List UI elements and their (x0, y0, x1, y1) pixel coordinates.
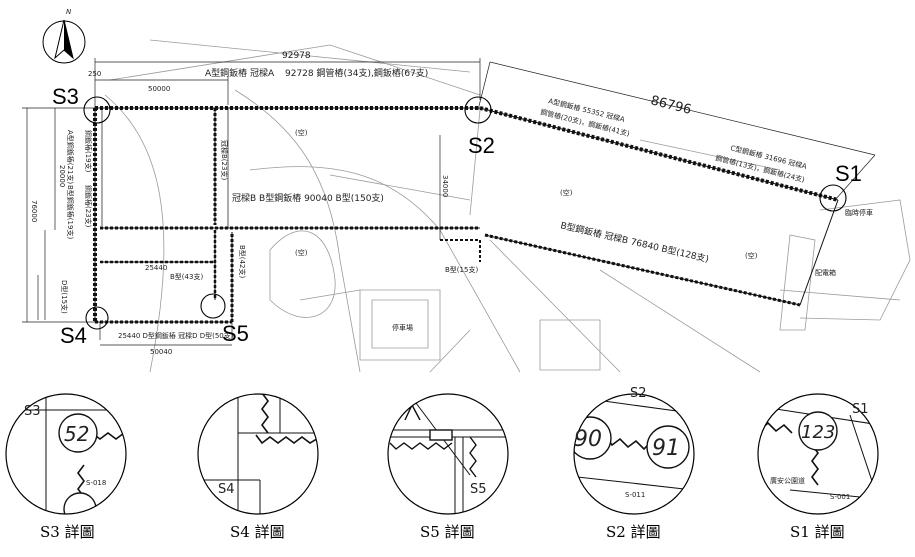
detail-s1-caption: S1 詳圖 (790, 523, 845, 541)
label-left-a4: 鋼鈑樁(23支) (84, 185, 93, 228)
point-s5: S5 (222, 321, 249, 346)
detail-s2-tag: S2 (630, 386, 647, 401)
label-b-small: B型(15支) (445, 265, 478, 274)
label-b-right: B型鋼鈑樁 冠樑B 76840 B型(128支) (559, 219, 710, 265)
sheet-pile-walls (93, 106, 839, 324)
detail-s5-tag: S5 (470, 482, 487, 497)
detail-s4-tag: S4 (218, 482, 235, 497)
detail-s2-number-b: 91 (652, 436, 680, 461)
label-tree: 臨時停車 (845, 208, 873, 217)
detail-s1-number: 123 (801, 422, 835, 443)
detail-s2-note: S-011 (625, 491, 645, 499)
node-s4 (85, 306, 109, 330)
label-left-d: D型(15支) (60, 280, 69, 314)
detail-s5-caption: S5 詳圖 (420, 523, 475, 541)
north-arrow: N (42, 8, 86, 64)
background-linework (104, 39, 911, 373)
label-left-a1: A型鋼鈑樁(21支) (66, 130, 75, 184)
label-gate: 配電箱 (815, 268, 836, 277)
dim-left-v2: 20000 (58, 165, 66, 187)
label-mid-v1: 冠樑B(23支) (220, 140, 229, 180)
detail-s1-note2: 廣安公園道 (770, 476, 805, 485)
detail-s3-note: S-018 (86, 479, 106, 487)
dim-mid-v: 34000 (441, 175, 449, 197)
label-b-mid: 冠樑B B型鋼鈑樁 90040 B型(150支) (232, 192, 384, 204)
node-circles (83, 96, 847, 330)
node-s1 (819, 184, 847, 212)
dim-top-left: 250 (88, 70, 101, 78)
dim-inner-b: 25440 (145, 264, 167, 272)
label-room-2: (空) (560, 188, 573, 197)
detail-s2-number-a: 90 (574, 427, 602, 452)
detail-s4: S4 S4 詳圖 (197, 393, 319, 541)
dim-top: 92978 (282, 51, 311, 61)
detail-s3-tag: S3 (24, 404, 41, 419)
label-left-a2: 鋼鈑樁(19支) (84, 130, 93, 173)
label-left-a3: B型鋼鈑樁(19支) (66, 185, 75, 239)
detail-s1-note: S-001 (830, 493, 850, 501)
dimension-lines (22, 58, 876, 346)
dim-bottom: 50040 (150, 348, 172, 356)
point-s3: S3 (52, 84, 79, 109)
site-plan: N (22, 8, 911, 373)
point-s1: S1 (835, 161, 862, 186)
point-labels: S3 S2 S1 S4 S5 (52, 84, 862, 348)
dim-left-v: 76000 (30, 200, 38, 222)
label-d-bottom: 25440 D型鋼鈑樁 冠樑D D型(50支) (118, 331, 234, 340)
detail-s4-caption: S4 詳圖 (230, 523, 285, 541)
north-label: N (66, 8, 72, 16)
label-b-inner: B型(43支) (170, 272, 203, 281)
detail-s1-tag: S1 (852, 402, 869, 417)
detail-s5: S5 S5 詳圖 (387, 393, 509, 541)
node-s5 (200, 293, 226, 319)
detail-views: S3 52 S-018 S3 詳圖 S4 S4 詳圖 (5, 386, 879, 541)
label-room-3: (空) (745, 251, 758, 260)
label-room-1: (空) (295, 128, 308, 137)
label-a-top: A型鋼鈑樁 冠樑A (205, 67, 275, 79)
label-room-4: (空) (295, 248, 308, 257)
node-s3 (83, 96, 111, 124)
label-a-top2: 92728 鋼管樁(34支),鋼鈑樁(67支) (285, 67, 428, 79)
point-s4: S4 (60, 323, 87, 348)
dim-top-sub: 50000 (148, 85, 170, 93)
detail-s3: S3 52 S-018 S3 詳圖 (5, 393, 127, 541)
detail-s1: S1 123 S-001 廣安公園道 S1 詳圖 (757, 393, 879, 541)
point-s2: S2 (468, 133, 495, 158)
detail-s2-caption: S2 詳圖 (606, 523, 661, 541)
detail-s3-caption: S3 詳圖 (40, 523, 95, 541)
dim-right-top: 86796 (649, 93, 693, 118)
label-mid-v2: B型(42支) (238, 245, 247, 278)
node-s2 (464, 96, 492, 124)
label-park: 停車場 (392, 323, 413, 332)
detail-s3-number: 52 (64, 422, 89, 446)
detail-s2: S2 90 91 S-011 S2 詳圖 (573, 386, 695, 541)
